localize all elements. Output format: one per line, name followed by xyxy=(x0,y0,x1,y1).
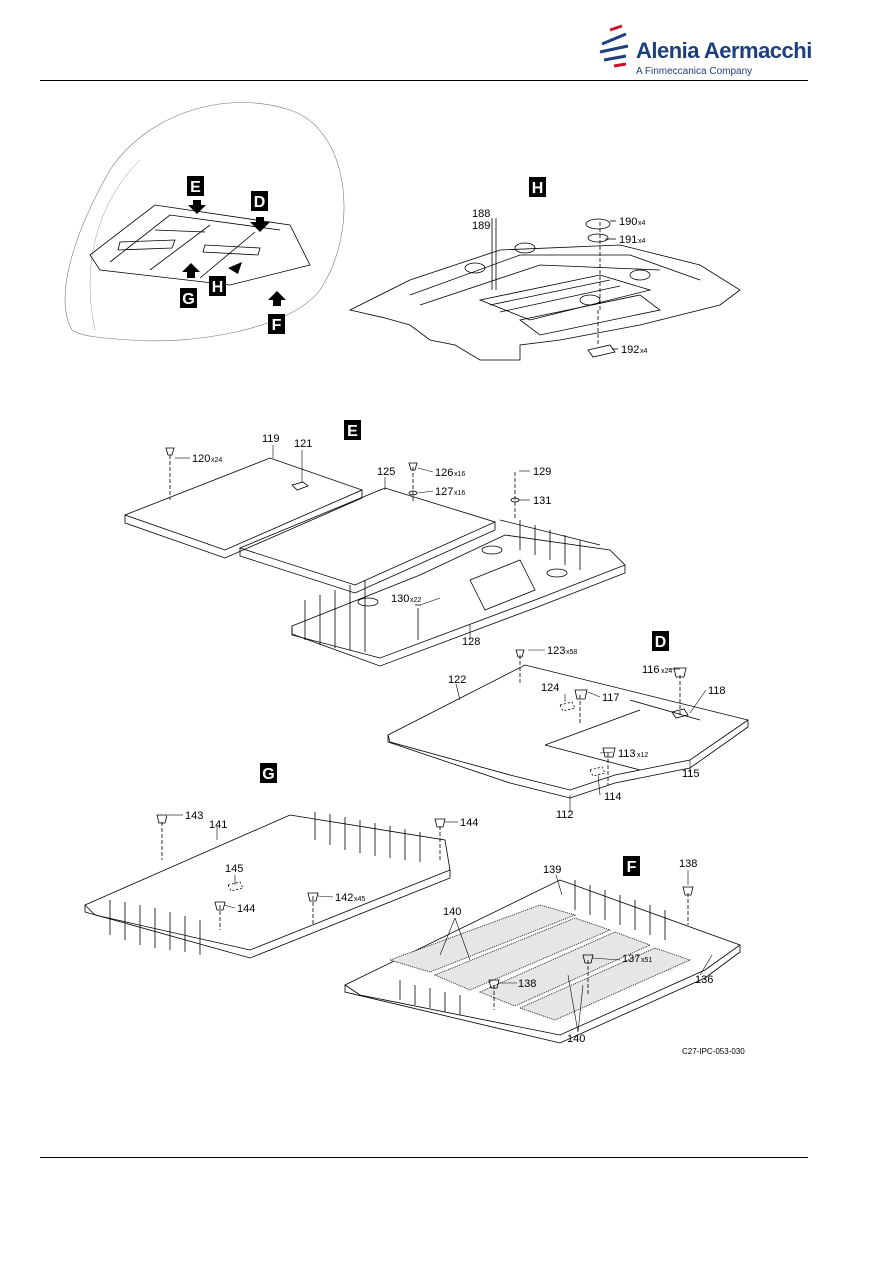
callout-138: 138 xyxy=(679,858,697,870)
view-e-assembly xyxy=(123,447,626,667)
callout-141: 141 xyxy=(209,819,227,831)
callout-131: 131 xyxy=(533,495,551,507)
view-title-d: D xyxy=(652,631,669,651)
callout-140: 140 xyxy=(443,906,461,918)
brand-mark-icon xyxy=(599,24,629,68)
callout-127: 127 xyxy=(435,486,453,498)
view-title-f: F xyxy=(623,856,640,876)
footer-rule xyxy=(40,1157,808,1158)
locator-label-h: H xyxy=(209,276,226,296)
callout-130: 130 xyxy=(391,593,409,605)
svg-text:H: H xyxy=(212,279,224,296)
callout-144-lower: 144 xyxy=(237,903,255,915)
qty-113: x12 xyxy=(637,752,648,759)
callout-139: 139 xyxy=(543,864,561,876)
locator-label-d: D xyxy=(251,191,268,211)
qty-137: x51 xyxy=(641,957,652,964)
callout-123: 123 xyxy=(547,645,565,657)
callout-114: 114 xyxy=(604,791,622,803)
callout-128: 128 xyxy=(462,636,480,648)
svg-text:E: E xyxy=(190,179,201,196)
callout-118: 118 xyxy=(708,685,726,697)
view-g-assembly xyxy=(84,812,451,959)
callout-190: 190 xyxy=(619,216,637,228)
callout-121: 121 xyxy=(294,438,312,450)
callout-126: 126 xyxy=(435,467,453,479)
callout-119: 119 xyxy=(262,433,280,445)
svg-text:D: D xyxy=(655,634,667,651)
callout-191: 191 xyxy=(619,234,637,246)
callout-136: 136 xyxy=(695,974,713,986)
locator-label-f: F xyxy=(268,314,285,334)
callout-138-lower: 138 xyxy=(518,978,536,990)
view-title-e: E xyxy=(344,420,361,440)
callout-112: 112 xyxy=(556,809,574,821)
callouts-view-d: 123 x58 116 x24 122 124 117 118 113 x12 … xyxy=(448,645,726,821)
view-d-assembly xyxy=(387,649,749,799)
header-rule xyxy=(40,80,808,81)
qty-190: x4 xyxy=(638,220,646,227)
callout-140-lower: 140 xyxy=(567,1033,585,1045)
locator-label-g: G xyxy=(180,288,197,308)
locator-view xyxy=(64,102,345,342)
brand-logo: Alenia Aermacchi A Finmeccanica Company xyxy=(596,22,812,82)
qty-191: x4 xyxy=(638,238,646,245)
qty-126: x16 xyxy=(454,471,465,478)
svg-text:G: G xyxy=(262,766,274,783)
callouts-view-f: 139 138 140 137 x51 136 138 140 xyxy=(443,858,713,1045)
leader-lines xyxy=(168,445,713,1033)
locator-label-e: E xyxy=(187,176,204,196)
callout-188: 188 xyxy=(472,208,490,220)
callouts-view-e: 119 121 120 x24 125 126 x16 127 x16 129 … xyxy=(192,433,551,648)
brand-name: Alenia Aermacchi xyxy=(636,38,812,63)
callout-144: 144 xyxy=(460,817,478,829)
locator-arrows xyxy=(182,200,286,306)
callout-189: 189 xyxy=(472,220,490,232)
qty-123: x58 xyxy=(566,649,577,656)
view-h-assembly xyxy=(348,218,741,361)
callouts-view-g: 143 141 144 145 142 x45 144 xyxy=(185,810,478,915)
callout-142: 142 xyxy=(335,892,353,904)
view-title-g: G xyxy=(260,763,277,783)
callout-115: 115 xyxy=(682,768,700,780)
callout-122: 122 xyxy=(448,674,466,686)
brand-tagline: A Finmeccanica Company xyxy=(636,66,753,77)
callout-113: 113 xyxy=(618,748,636,760)
callout-137: 137 xyxy=(622,953,640,965)
callout-120: 120 xyxy=(192,453,210,465)
view-title-h: H xyxy=(529,177,546,197)
view-f-assembly xyxy=(344,879,741,1044)
svg-text:G: G xyxy=(182,291,194,308)
callout-145: 145 xyxy=(225,863,243,875)
figure-reference: C27-IPC-053-030 xyxy=(682,1047,745,1056)
callouts-view-h: 188 189 190 x4 191 x4 192 x4 xyxy=(472,208,648,356)
qty-142: x45 xyxy=(354,896,365,903)
callout-192: 192 xyxy=(621,344,639,356)
callout-129: 129 xyxy=(533,466,551,478)
svg-text:F: F xyxy=(627,859,637,876)
svg-text:F: F xyxy=(272,317,282,334)
qty-130: x22 xyxy=(410,597,421,604)
callout-124: 124 xyxy=(541,682,559,694)
qty-192: x4 xyxy=(640,348,648,355)
callout-116: 116 xyxy=(642,664,660,676)
callout-143: 143 xyxy=(185,810,203,822)
callout-125: 125 xyxy=(377,466,395,478)
svg-text:H: H xyxy=(532,180,544,197)
qty-120: x24 xyxy=(211,457,222,464)
qty-127: x16 xyxy=(454,490,465,497)
callout-117: 117 xyxy=(602,692,620,704)
qty-116: x24 xyxy=(661,668,672,675)
svg-text:D: D xyxy=(254,194,266,211)
svg-text:E: E xyxy=(347,423,358,440)
